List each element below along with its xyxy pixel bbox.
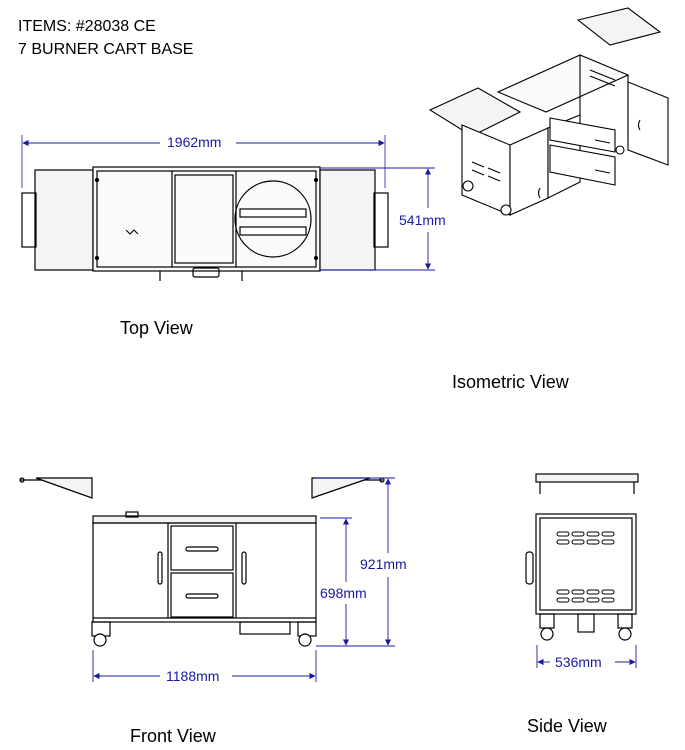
- depth-label: 541mm: [397, 212, 448, 228]
- product-title: 7 BURNER CART BASE: [18, 41, 194, 58]
- front-view-caption: Front View: [130, 726, 216, 746]
- items-label: ITEMS: #28038 CE: [18, 18, 156, 35]
- body-width-label: 1188mm: [164, 668, 222, 684]
- body-height-label: 698mm: [318, 585, 369, 601]
- depth-dimension-line: [320, 167, 435, 271]
- overall-length-label: 1962mm: [165, 134, 224, 150]
- top-view-drawing: [21, 135, 389, 281]
- side-width-label: 536mm: [553, 654, 604, 670]
- side-width-dimension-line: [536, 645, 637, 668]
- side-view-drawing: [525, 473, 639, 641]
- isometric-view-caption: Isometric View: [452, 372, 569, 392]
- total-height-label: 921mm: [358, 556, 409, 572]
- isometric-view-drawing: [428, 7, 669, 216]
- front-view-drawing: [19, 477, 385, 647]
- front-height-dimension-lines: [316, 477, 395, 647]
- front-width-dimension-line: [92, 650, 317, 682]
- top-view-caption: Top View: [120, 318, 193, 338]
- side-view-caption: Side View: [527, 716, 607, 736]
